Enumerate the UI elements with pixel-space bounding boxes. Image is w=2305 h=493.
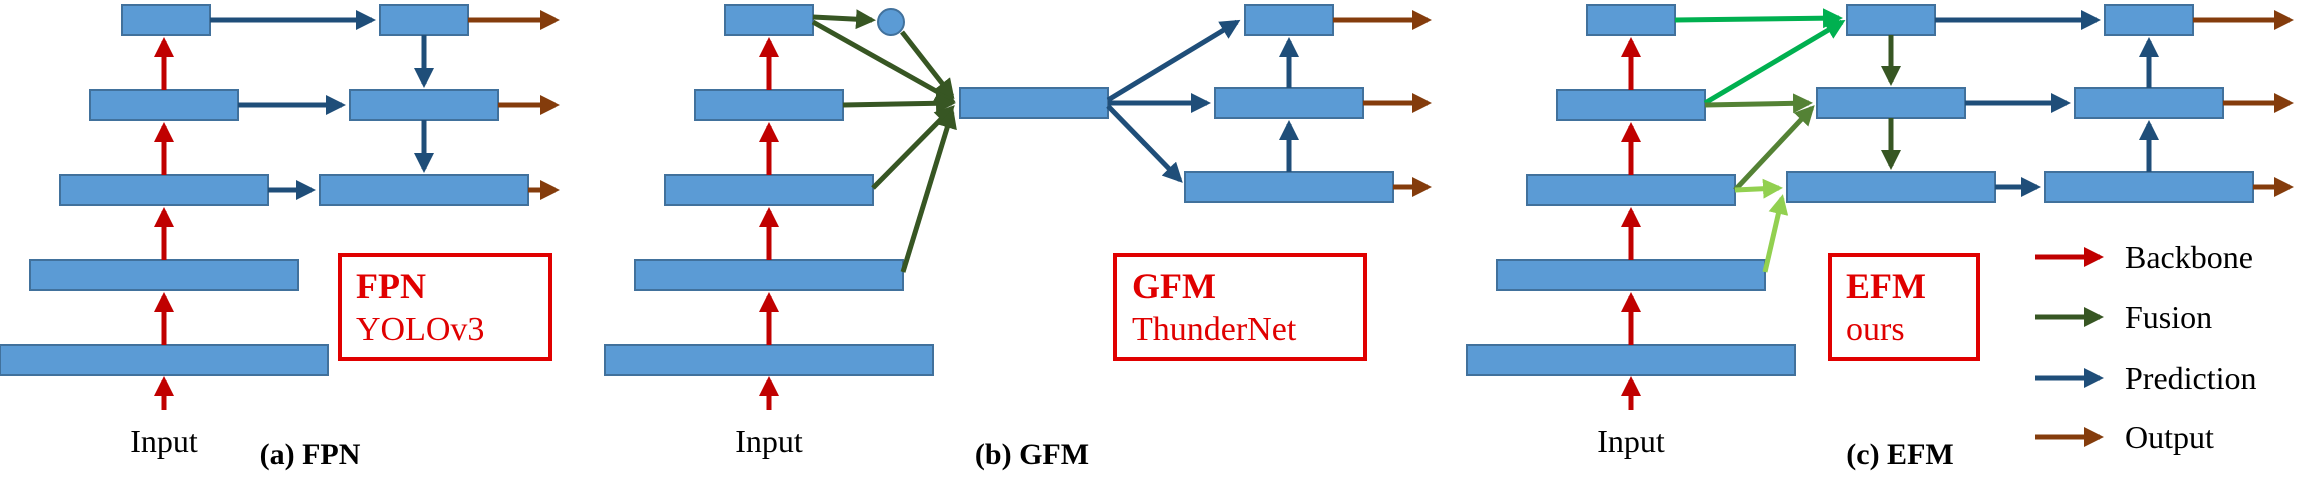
efm-pred-block-1 bbox=[2104, 4, 2194, 36]
panel-efm: EFM ours Input (c) EFM bbox=[1466, 4, 2294, 471]
legend-backbone-label: Backbone bbox=[2125, 239, 2253, 275]
panel-gfm: GFM ThunderNet Input (b) GFM bbox=[604, 4, 1432, 471]
efm-fusion-arrow-4 bbox=[1733, 105, 1815, 192]
fpn-method-subtitle: YOLOv3 bbox=[356, 311, 484, 348]
fpn-backbone-block-1 bbox=[121, 4, 211, 36]
efm-backbone-block-4 bbox=[1496, 259, 1766, 291]
efm-fusion-block-2 bbox=[1816, 87, 1966, 119]
fpn-backbone-block-2 bbox=[89, 89, 239, 121]
efm-method-title: EFM bbox=[1846, 266, 1926, 306]
efm-fusion-arrow-1 bbox=[1674, 8, 1843, 29]
efm-prediction-arrows bbox=[1935, 10, 2159, 197]
fpn-backbone-block-4 bbox=[29, 259, 299, 291]
legend: Backbone Fusion Prediction Output bbox=[2035, 239, 2257, 455]
fpn-output-arrows bbox=[468, 10, 560, 200]
efm-input-label: Input bbox=[1597, 423, 1665, 459]
efm-fusion-block-1 bbox=[1846, 4, 1936, 36]
efm-backbone-block-3 bbox=[1526, 174, 1736, 206]
efm-output-arrows bbox=[2193, 10, 2294, 197]
gfm-input-label: Input bbox=[735, 423, 803, 459]
gfm-global-block bbox=[959, 87, 1109, 119]
gfm-method-subtitle: ThunderNet bbox=[1132, 311, 1297, 348]
efm-fusion-arrow-2 bbox=[1703, 19, 1846, 106]
efm-caption: (c) EFM bbox=[1846, 438, 1953, 471]
fpn-method-title: FPN bbox=[356, 266, 426, 306]
gfm-fusion-arrows bbox=[811, 9, 957, 273]
gfm-backbone-block-2 bbox=[694, 89, 844, 121]
efm-pred-block-2 bbox=[2074, 87, 2224, 119]
efm-backbone-block-2 bbox=[1556, 89, 1706, 121]
gfm-method-title: GFM bbox=[1132, 266, 1216, 306]
efm-method-box bbox=[1828, 253, 1980, 361]
fpn-caption: (a) FPN bbox=[260, 438, 361, 471]
gfm-pool-node bbox=[877, 8, 905, 36]
fpn-pred-block-3 bbox=[319, 174, 529, 206]
efm-fusion-arrow-3 bbox=[1704, 93, 1813, 114]
efm-fusion-arrow-5 bbox=[1734, 178, 1783, 199]
fpn-prediction-arrows bbox=[210, 10, 434, 200]
gfm-pred-block-2 bbox=[1214, 87, 1364, 119]
gfm-caption: (b) GFM bbox=[975, 438, 1089, 471]
legend-fusion-label: Fusion bbox=[2125, 299, 2212, 335]
legend-prediction-label: Prediction bbox=[2125, 360, 2257, 396]
efm-method-subtitle: ours bbox=[1846, 311, 1905, 348]
fpn-method-box bbox=[338, 253, 552, 361]
gfm-backbone-block-1 bbox=[724, 4, 814, 36]
legend-output-label: Output bbox=[2125, 419, 2214, 455]
efm-backbone-block-1 bbox=[1586, 4, 1676, 36]
fpn-backbone-block-3 bbox=[59, 174, 269, 206]
panel-fpn: FPN YOLOv3 Input (a) FPN bbox=[0, 4, 560, 471]
efm-pred-block-3 bbox=[2044, 171, 2254, 203]
gfm-prediction-arrows bbox=[1106, 19, 1299, 183]
efm-fusion-block-3 bbox=[1786, 171, 1996, 203]
fpn-backbone-block-5 bbox=[0, 344, 329, 376]
gfm-method-box bbox=[1113, 253, 1367, 361]
gfm-backbone-block-4 bbox=[634, 259, 904, 291]
gfm-pred-block-3 bbox=[1184, 171, 1394, 203]
fpn-pred-block-2 bbox=[349, 89, 499, 121]
gfm-backbone-block-5 bbox=[604, 344, 934, 376]
fpn-pred-block-1 bbox=[379, 4, 469, 36]
efm-backbone-block-5 bbox=[1466, 344, 1796, 376]
efm-fusion-arrow-6 bbox=[1762, 194, 1789, 273]
fpn-input-label: Input bbox=[130, 423, 198, 459]
gfm-output-arrows bbox=[1333, 10, 1432, 197]
gfm-pred-block-1 bbox=[1244, 4, 1334, 36]
gfm-backbone-block-3 bbox=[664, 174, 874, 206]
